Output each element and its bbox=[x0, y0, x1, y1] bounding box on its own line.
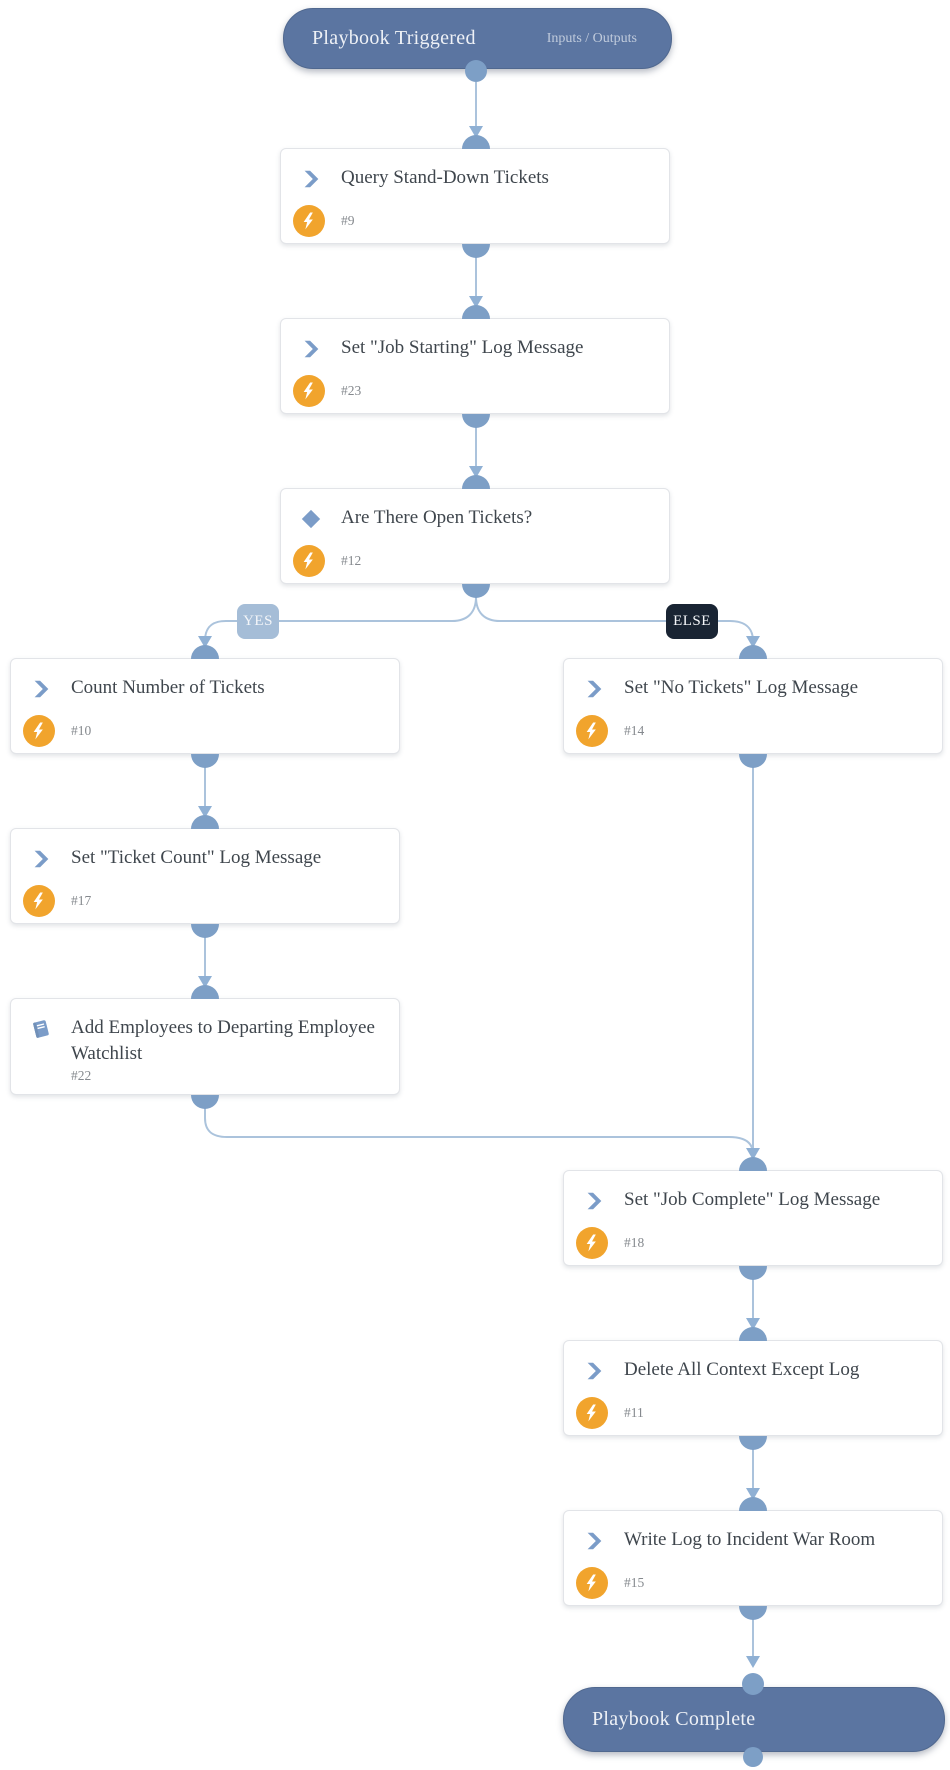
chevron-icon bbox=[583, 1360, 605, 1382]
chevron-icon bbox=[30, 848, 52, 870]
chevron-icon bbox=[583, 1190, 605, 1212]
node-number: #9 bbox=[341, 213, 355, 228]
node-footer: #9 bbox=[293, 204, 355, 238]
node-number: #11 bbox=[624, 1405, 644, 1420]
output-port bbox=[462, 584, 490, 598]
node-footer: #11 bbox=[576, 1396, 644, 1430]
arrowhead bbox=[198, 636, 212, 648]
output-port bbox=[739, 754, 767, 768]
branch-label-yes: YES bbox=[237, 604, 279, 639]
node-title: Set "Ticket Count" Log Message bbox=[71, 847, 322, 868]
bolt-icon bbox=[23, 715, 55, 747]
action-node-jobstarting[interactable]: Set "Job Starting" Log Message #23 bbox=[280, 318, 670, 414]
input-port bbox=[739, 1497, 767, 1511]
input-port bbox=[191, 645, 219, 659]
arrowhead bbox=[746, 1656, 760, 1668]
arrowhead bbox=[746, 1488, 760, 1500]
node-number: #12 bbox=[341, 553, 362, 568]
output-port bbox=[739, 1266, 767, 1280]
node-footer: #12 bbox=[293, 544, 361, 578]
output-port bbox=[462, 244, 490, 258]
output-port bbox=[739, 1606, 767, 1620]
input-port bbox=[191, 815, 219, 829]
node-title: Set "Job Complete" Log Message bbox=[624, 1189, 881, 1210]
input-port bbox=[739, 645, 767, 659]
node-footer: #15 bbox=[576, 1566, 644, 1600]
node-title: Write Log to Incident War Room bbox=[624, 1529, 876, 1550]
node-number: #22 bbox=[71, 1068, 92, 1083]
input-port bbox=[462, 305, 490, 319]
bolt-icon bbox=[293, 205, 325, 237]
node-title: Delete All Context Except Log bbox=[624, 1359, 860, 1380]
bolt-icon bbox=[576, 1227, 608, 1259]
action-node-count[interactable]: Count Number of Tickets #10 bbox=[10, 658, 400, 754]
node-number: #18 bbox=[624, 1235, 645, 1250]
node-title: Query Stand-Down Tickets bbox=[341, 167, 549, 188]
chevron-icon bbox=[300, 338, 322, 360]
action-node-decision[interactable]: Are There Open Tickets? #12 bbox=[280, 488, 670, 584]
input-port bbox=[739, 1327, 767, 1341]
bolt-icon bbox=[576, 1567, 608, 1599]
arrowhead bbox=[469, 126, 483, 138]
node-number: #23 bbox=[341, 383, 362, 398]
action-node-addemployees[interactable]: Add Employees to Departing Employee Watc… bbox=[10, 998, 400, 1095]
end-node-title: Playbook Complete bbox=[592, 1708, 756, 1730]
node-title: Set "No Tickets" Log Message bbox=[624, 677, 859, 698]
node-footer: #10 bbox=[23, 714, 91, 748]
diamond-icon bbox=[300, 508, 322, 530]
output-port bbox=[191, 1095, 219, 1109]
chevron-icon bbox=[583, 678, 605, 700]
action-node-notickets[interactable]: Set "No Tickets" Log Message #14 bbox=[563, 658, 943, 754]
branch-label-else: ELSE bbox=[666, 604, 718, 639]
action-node-deletecontext[interactable]: Delete All Context Except Log #11 bbox=[563, 1340, 943, 1436]
node-title: Add Employees to Departing Employee Watc… bbox=[71, 1017, 375, 1064]
bolt-icon bbox=[576, 1397, 608, 1429]
edge-addemployees-merge bbox=[204, 1101, 754, 1155]
arrowhead bbox=[469, 296, 483, 308]
chevron-icon bbox=[300, 168, 322, 190]
end-node-playbook-complete[interactable]: Playbook Complete bbox=[563, 1687, 945, 1752]
output-port bbox=[191, 754, 219, 768]
node-footer: #23 bbox=[293, 374, 361, 408]
arrowhead bbox=[198, 806, 212, 818]
action-node-ticketcount[interactable]: Set "Ticket Count" Log Message #17 bbox=[10, 828, 400, 924]
node-footer: #14 bbox=[576, 714, 644, 748]
node-footer: #18 bbox=[576, 1226, 644, 1260]
start-node-playbook-triggered[interactable]: Playbook Triggered Inputs / Outputs bbox=[283, 8, 672, 69]
action-node-query[interactable]: Query Stand-Down Tickets #9 bbox=[280, 148, 670, 244]
chevron-icon bbox=[583, 1530, 605, 1552]
input-port bbox=[739, 1157, 767, 1171]
action-node-writelog[interactable]: Write Log to Incident War Room #15 bbox=[563, 1510, 943, 1606]
input-port bbox=[462, 135, 490, 149]
bolt-icon bbox=[23, 885, 55, 917]
start-node-title: Playbook Triggered bbox=[312, 27, 476, 49]
arrowhead bbox=[746, 1148, 760, 1160]
input-port bbox=[462, 475, 490, 489]
output-port bbox=[462, 414, 490, 428]
arrowhead bbox=[746, 1318, 760, 1330]
node-number: #17 bbox=[71, 893, 92, 908]
bolt-icon bbox=[293, 375, 325, 407]
node-title: Are There Open Tickets? bbox=[341, 507, 533, 528]
node-number: #14 bbox=[624, 723, 645, 738]
node-number: #10 bbox=[71, 723, 92, 738]
book-icon bbox=[30, 1018, 52, 1040]
arrowhead bbox=[469, 466, 483, 478]
bolt-icon bbox=[293, 545, 325, 577]
arrowhead bbox=[198, 976, 212, 988]
arrowhead bbox=[746, 636, 760, 648]
node-title: Set "Job Starting" Log Message bbox=[341, 337, 584, 358]
output-port bbox=[739, 1436, 767, 1450]
node-footer: #22 bbox=[71, 1059, 91, 1093]
node-number: #15 bbox=[624, 1575, 645, 1590]
input-port bbox=[191, 985, 219, 999]
node-footer: #17 bbox=[23, 884, 91, 918]
bolt-icon bbox=[576, 715, 608, 747]
action-node-jobcomplete[interactable]: Set "Job Complete" Log Message #18 bbox=[563, 1170, 943, 1266]
output-port bbox=[191, 924, 219, 938]
chevron-icon bbox=[30, 678, 52, 700]
node-title: Count Number of Tickets bbox=[71, 677, 265, 698]
inputs-outputs-link[interactable]: Inputs / Outputs bbox=[546, 30, 637, 46]
